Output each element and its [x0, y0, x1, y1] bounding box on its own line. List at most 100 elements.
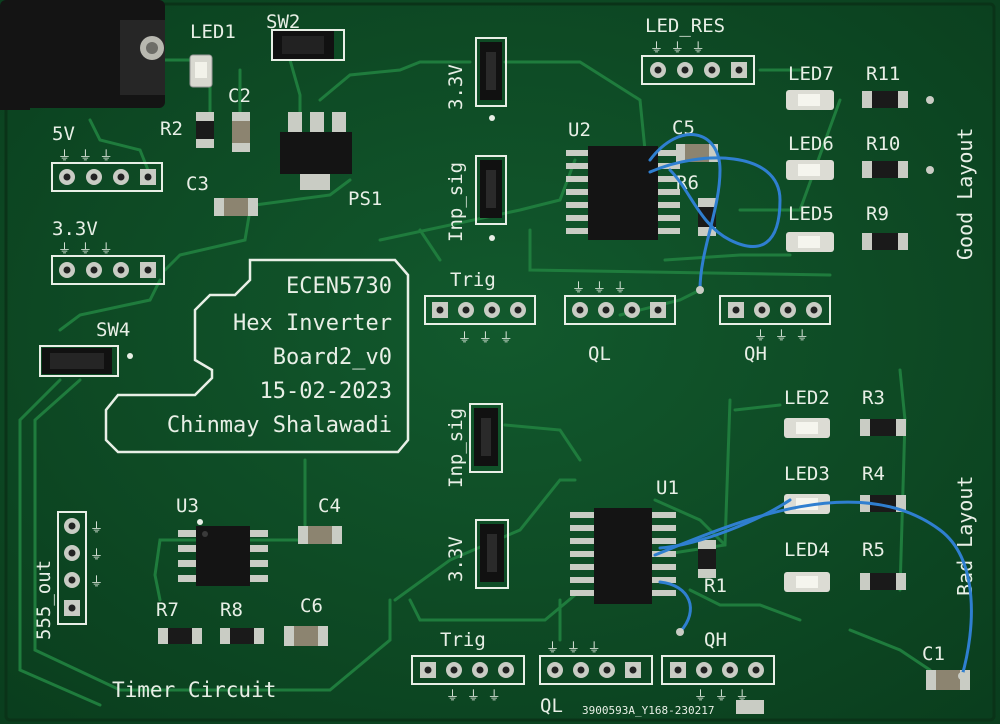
gnd-glyphs-qh-bot: ⏚ ⏚ ⏚	[694, 689, 749, 704]
dc-barrel-jack	[0, 0, 165, 110]
board-edge	[4, 2, 996, 722]
r7-resistor	[158, 628, 202, 644]
jmp-33-top-dot	[489, 115, 495, 121]
bad-layout-label: Bad Layout	[953, 476, 977, 596]
r1-resistor	[698, 540, 716, 578]
sw2-jumper[interactable]	[271, 29, 345, 61]
header-trig-bottom[interactable]	[411, 655, 525, 685]
jumper-inp-sig-bottom[interactable]	[469, 403, 503, 473]
u1-label: U1	[656, 477, 679, 499]
out555-label: 555_out	[33, 560, 55, 640]
jumper-33v-top[interactable]	[475, 37, 507, 107]
trig-top-label: Trig	[450, 269, 496, 291]
r9-resistor	[862, 233, 908, 250]
sw4-pin1-dot	[127, 353, 133, 359]
title-line-2: Hex Inverter	[233, 311, 392, 336]
r7-label: R7	[156, 599, 179, 621]
r2-label: R2	[160, 118, 183, 140]
gnd-glyph-555c: ⏚	[90, 575, 103, 590]
led1-label: LED1	[190, 21, 236, 43]
r6-label: R6	[676, 172, 699, 194]
r2-resistor	[196, 112, 214, 148]
c4-capacitor	[298, 526, 342, 544]
ql-top-label: QL	[588, 343, 611, 365]
led4-component	[784, 572, 830, 592]
fab-code-box	[736, 700, 764, 714]
gnd-glyphs-555: ⏚	[90, 521, 103, 536]
c3-capacitor	[214, 198, 258, 216]
c1-label: C1	[922, 643, 945, 665]
header-led-res[interactable]	[641, 55, 755, 85]
r4-label: R4	[862, 463, 885, 485]
gnd-glyphs-33v: ⏚ ⏚ ⏚	[58, 242, 113, 257]
r11-label: R11	[866, 63, 900, 85]
jumper-inp-sig-top[interactable]	[475, 155, 507, 225]
led5-label: LED5	[788, 203, 834, 225]
gnd-glyphs-5v: ⏚ ⏚ ⏚	[58, 149, 113, 164]
led7-component	[786, 90, 834, 110]
u3-label: U3	[176, 495, 199, 517]
qh-top-label: QH	[744, 343, 767, 365]
jmp-inp-top-dot	[489, 235, 495, 241]
r10-via	[926, 166, 934, 174]
jmp-inp-top-label: Inp_sig	[445, 162, 467, 242]
r11-via	[926, 96, 934, 104]
header-trig-top[interactable]	[424, 295, 536, 325]
sw4-jumper[interactable]	[39, 345, 119, 377]
header-555-out[interactable]	[57, 511, 87, 625]
serial-number: 3900593A_Y168-230217	[582, 704, 714, 717]
header-ql-top[interactable]	[564, 295, 676, 325]
jmp-33-bot-label: 3.3V	[445, 536, 467, 582]
led2-label: LED2	[784, 387, 830, 409]
led1-lens	[195, 62, 207, 78]
c6-capacitor	[284, 626, 328, 646]
c3-label: C3	[186, 173, 209, 195]
r10-resistor	[862, 161, 908, 178]
c2-capacitor	[232, 112, 250, 152]
led-res-label: LED_RES	[645, 15, 725, 37]
r8-resistor	[220, 628, 264, 644]
gnd-glyphs-ql-bot: ⏚ ⏚ ⏚	[546, 641, 601, 656]
good-layout-label: Good Layout	[953, 128, 977, 260]
led3-label: LED3	[784, 463, 830, 485]
r9-label: R9	[866, 203, 889, 225]
title-line-4: 15-02-2023	[260, 379, 392, 404]
r5-resistor	[860, 573, 906, 590]
sw2-label: SW2	[266, 11, 300, 33]
led5-component	[786, 232, 834, 252]
jmp-33-top-label: 3.3V	[445, 64, 467, 110]
header-qh-top[interactable]	[719, 295, 831, 325]
led2-component	[784, 418, 830, 438]
header-33v-label: 3.3V	[52, 218, 98, 240]
gnd-glyph-555b: ⏚	[90, 548, 103, 563]
gnd-glyphs-qh-top: ⏚ ⏚ ⏚	[754, 329, 809, 344]
r11-resistor	[862, 91, 908, 108]
header-qh-bottom[interactable]	[661, 655, 775, 685]
led6-component	[786, 160, 834, 180]
header-ql-bottom[interactable]	[539, 655, 653, 685]
r8-label: R8	[220, 599, 243, 621]
jumper-33v-bottom[interactable]	[475, 519, 509, 589]
gnd-glyphs-trig-top: ⏚ ⏚ ⏚	[458, 331, 513, 346]
header-5v[interactable]	[51, 162, 163, 192]
u3-ic	[178, 526, 268, 586]
u3-pin1-dot	[197, 519, 203, 525]
rework-wires	[648, 133, 973, 678]
ps1-label: PS1	[348, 188, 382, 210]
sw4-label: SW4	[96, 319, 130, 341]
timer-circuit-label: Timer Circuit	[112, 678, 276, 702]
r3-label: R3	[862, 387, 885, 409]
u1-ic	[570, 508, 676, 604]
header-33v[interactable]	[51, 255, 165, 285]
qh-bot-label: QH	[704, 629, 727, 651]
led6-label: LED6	[788, 133, 834, 155]
title-line-1: ECEN5730	[286, 274, 392, 299]
trig-bot-label: Trig	[440, 629, 486, 651]
title-line-3: Board2_v0	[273, 345, 392, 370]
author-name: Chinmay Shalawadi	[167, 413, 392, 438]
r3-resistor	[860, 419, 906, 436]
title-block-outline	[104, 258, 410, 454]
u2-label: U2	[568, 119, 591, 141]
